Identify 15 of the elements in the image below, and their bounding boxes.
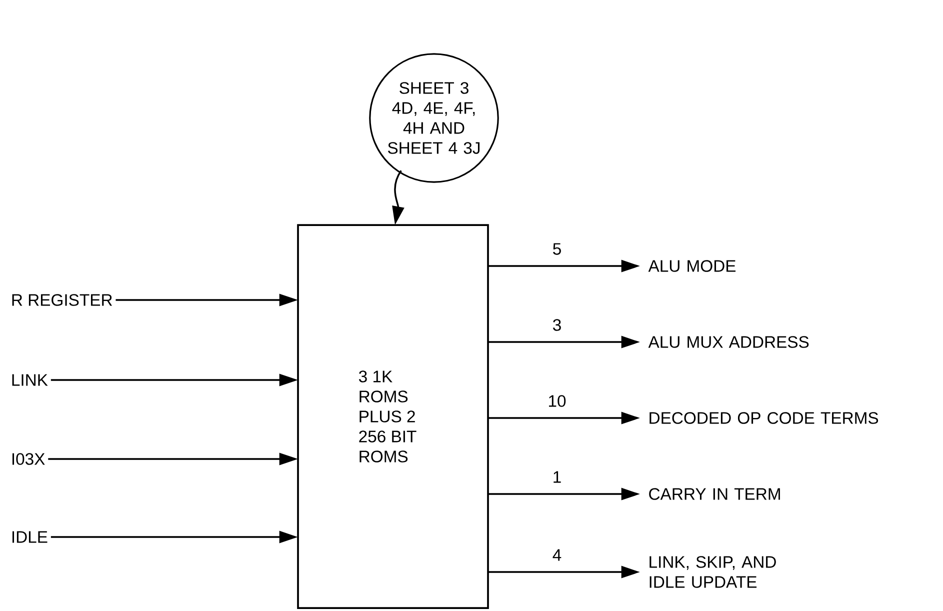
input-label: IDLE xyxy=(12,531,48,543)
output-label: LINK, SKIP, AND IDLE UPDATE xyxy=(650,556,776,588)
edge-label: 10 xyxy=(546,394,568,408)
edge-label: 5 xyxy=(551,242,563,256)
output-label: ALU MODE xyxy=(648,260,736,272)
edge-label: 3 xyxy=(551,318,563,332)
rom-block: 3 1K ROMS PLUS 2 256 BIT ROMS xyxy=(297,224,489,609)
output-label: ALU MUX ADDRESS xyxy=(648,336,809,348)
edge-label: 1 xyxy=(551,470,563,484)
input-label: LINK xyxy=(12,374,48,386)
output-label: DECODED OP CODE TERMS xyxy=(650,412,878,424)
input-label: I03X xyxy=(12,453,45,465)
input-label: R REGISTER xyxy=(12,294,112,306)
edge-label: 4 xyxy=(551,548,563,562)
output-label: CARRY IN TERM xyxy=(649,488,780,500)
